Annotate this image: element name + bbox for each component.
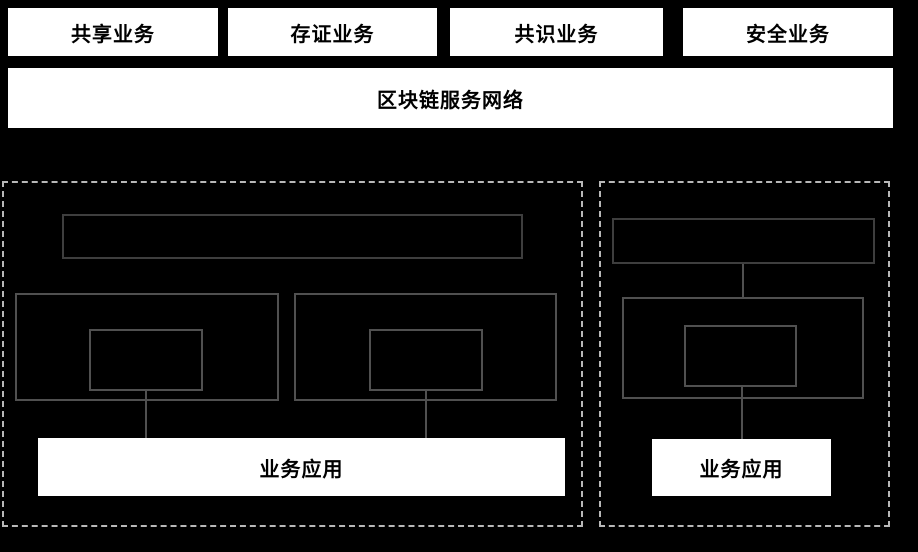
service-box-shared: 共享业务 (8, 8, 218, 56)
connector-line (425, 391, 427, 438)
right-business-app-box: 业务应用 (652, 439, 831, 496)
connector-line (145, 391, 147, 438)
right-node-inner-box (684, 325, 797, 387)
right-node-box (622, 297, 864, 399)
left-business-app-label: 业务应用 (259, 458, 344, 481)
left-node-box-2 (294, 293, 557, 401)
left-business-app-box: 业务应用 (38, 438, 565, 496)
service-box-evidence: 存证业务 (228, 8, 437, 56)
service-box-shared-label: 共享业务 (71, 23, 155, 46)
right-business-app-label: 业务应用 (699, 459, 784, 481)
service-box-security-label: 安全业务 (746, 23, 830, 46)
left-node-box-1 (15, 293, 279, 401)
right-cluster-region: 业务应用 (599, 181, 890, 527)
service-box-security: 安全业务 (683, 8, 893, 56)
service-box-evidence-label: 存证业务 (290, 23, 375, 46)
left-cluster-region: 业务应用 (2, 181, 583, 527)
left-node-inner-box-2 (369, 329, 483, 391)
right-cluster-header-box (612, 218, 875, 264)
blockchain-network-bar-label: 区块链服务网络 (377, 89, 524, 112)
left-cluster-header-box (62, 214, 523, 259)
connector-line (742, 264, 744, 297)
service-box-consensus: 共识业务 (450, 8, 663, 56)
service-box-consensus-label: 共识业务 (514, 23, 599, 46)
blockchain-network-bar: 区块链服务网络 (8, 68, 893, 128)
left-node-inner-box-1 (89, 329, 203, 391)
connector-line (741, 387, 743, 439)
